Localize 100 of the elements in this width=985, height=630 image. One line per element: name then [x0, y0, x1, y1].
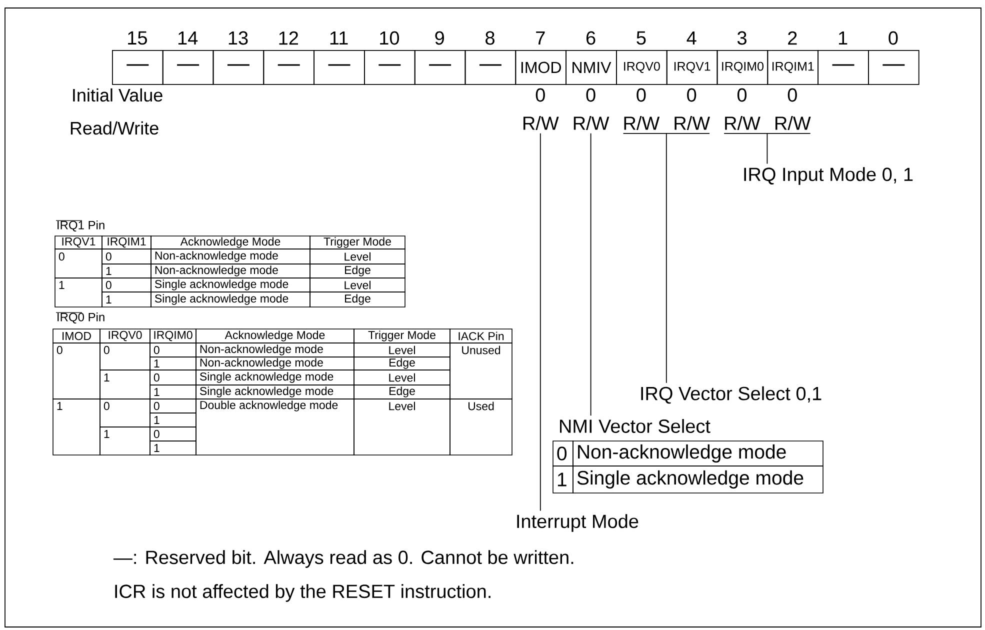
register-cell: — — [314, 50, 365, 85]
table-cell: Non-acknowledge mode — [196, 342, 354, 358]
initial-value: 0 — [586, 88, 596, 102]
table-cell: 0 — [102, 278, 152, 292]
table-cell: Single acknowledge mode — [196, 370, 354, 386]
leader-line — [590, 132, 592, 416]
bit-number: 11 — [330, 31, 348, 45]
table-cell: Trigger Mode — [310, 236, 406, 250]
field-description: IRQ Input Mode 0, 1 — [744, 167, 913, 185]
table-cell: 1 — [52, 398, 100, 456]
note: ICR is not affected by the RESET instruction. — [115, 584, 490, 602]
bit-number: 6 — [586, 31, 596, 45]
register-cell: IMOD — [515, 50, 566, 85]
table-cell: 1 — [150, 440, 196, 456]
table-cell: 0 — [150, 398, 196, 414]
table-cell: IRQIM1 — [102, 236, 152, 250]
register-cell: IRQV0 — [616, 50, 668, 85]
initial-value: 0 — [636, 88, 646, 102]
table-title: IRQ1 Pin — [56, 220, 104, 232]
table-cell: Edge — [310, 264, 406, 278]
leader-line — [540, 132, 541, 512]
table-cell: 1 — [54, 278, 102, 308]
table-cell: 0 — [150, 426, 196, 442]
table-cell: 0 — [552, 440, 574, 466]
table-cell: 0 — [100, 398, 150, 428]
table-cell: Non-acknowledge mode — [196, 356, 354, 370]
table-cell: Trigger Mode — [354, 328, 450, 344]
note: —: Reserved bit. Always read as 0. Cannot be written. — [113, 550, 574, 568]
table-cell: 0 — [150, 370, 196, 386]
table-cell: Acknowledge Mode — [196, 328, 354, 344]
table-cell: Level — [310, 248, 406, 264]
access-label: R/W — [674, 116, 710, 130]
register-cell: — — [414, 50, 466, 85]
bit-number: 12 — [279, 31, 298, 45]
table-cell: 0 — [102, 248, 152, 264]
register-cell: — — [818, 50, 869, 85]
table-cell: Level — [354, 370, 450, 386]
leader-line — [724, 132, 811, 164]
register-cell: — — [112, 50, 164, 85]
table-cell: 1 — [150, 412, 196, 428]
table-cell: 0 — [52, 342, 100, 400]
access-label: R/W — [624, 116, 660, 130]
table-cell: 1 — [102, 264, 152, 278]
table-cell: 1 — [100, 426, 150, 456]
field-description: Interrupt Mode — [517, 514, 638, 532]
bit-number: 2 — [788, 31, 797, 45]
access-label: R/W — [725, 116, 760, 130]
bit-number: 9 — [435, 31, 444, 45]
table-cell: Single acknowledge mode — [572, 466, 824, 494]
register-cell: — — [212, 50, 264, 85]
table-cell: Edge — [310, 292, 406, 308]
table-cell: 1 — [552, 466, 574, 494]
table-cell: 1 — [102, 292, 152, 308]
register-cell: — — [364, 50, 416, 85]
table-cell: Acknowledge Mode — [150, 236, 310, 250]
table-cell: 1 — [100, 370, 150, 400]
bit-number: 0 — [888, 31, 898, 45]
table-cell: 1 — [150, 384, 196, 400]
register-cell: — — [868, 50, 920, 85]
row-label: Read/Write — [70, 121, 158, 135]
access-label: R/W — [776, 116, 811, 130]
initial-value: 0 — [536, 88, 545, 102]
table-cell: Double acknowledge mode — [196, 398, 354, 456]
leader-line — [622, 132, 710, 384]
table-cell: IRQV0 — [100, 328, 150, 344]
table-cell: 0 — [150, 342, 196, 358]
table-cell: Level — [310, 278, 406, 292]
table-cell: Non-acknowledge mode — [572, 440, 824, 466]
field-description: NMI Vector Select — [560, 419, 710, 433]
table-cell: Edge — [354, 356, 450, 370]
field-description: IRQ Vector Select 0,1 — [641, 386, 822, 404]
table-cell: Single acknowledge mode — [150, 278, 310, 292]
register-cell: NMIV — [566, 50, 617, 85]
table-cell: Edge — [354, 384, 450, 400]
table-cell: Level — [354, 398, 450, 456]
table-cell: Non-acknowledge mode — [150, 264, 310, 278]
register-cell: — — [464, 50, 516, 85]
bit-number: 7 — [536, 31, 545, 45]
table-cell: 1 — [150, 356, 196, 370]
bit-number: 13 — [228, 31, 248, 45]
bit-number: 10 — [380, 31, 400, 45]
row-label: Initial Value — [73, 88, 162, 102]
bit-number: 1 — [838, 31, 848, 45]
register-cell: IRQIM0 — [716, 50, 768, 85]
bit-number: 4 — [686, 31, 696, 45]
table-cell: Level — [354, 342, 450, 358]
table-cell: IACK Pin — [450, 328, 512, 344]
table-cell: Single acknowledge mode — [196, 384, 354, 400]
initial-value: 0 — [687, 88, 696, 102]
bit-number: 15 — [128, 31, 147, 45]
bit-number: 5 — [636, 31, 646, 45]
table-cell: IRQV1 — [54, 236, 102, 250]
table-cell: Single acknowledge mode — [150, 292, 310, 308]
table-cell: 0 — [100, 342, 150, 370]
bit-number: 8 — [486, 31, 494, 45]
table-cell: IRQIM0 — [150, 328, 196, 344]
table-cell: Unused — [450, 342, 512, 400]
access-label: R/W — [574, 116, 610, 130]
access-label: R/W — [524, 116, 559, 130]
table-title: IRQ0 Pin — [56, 312, 104, 324]
